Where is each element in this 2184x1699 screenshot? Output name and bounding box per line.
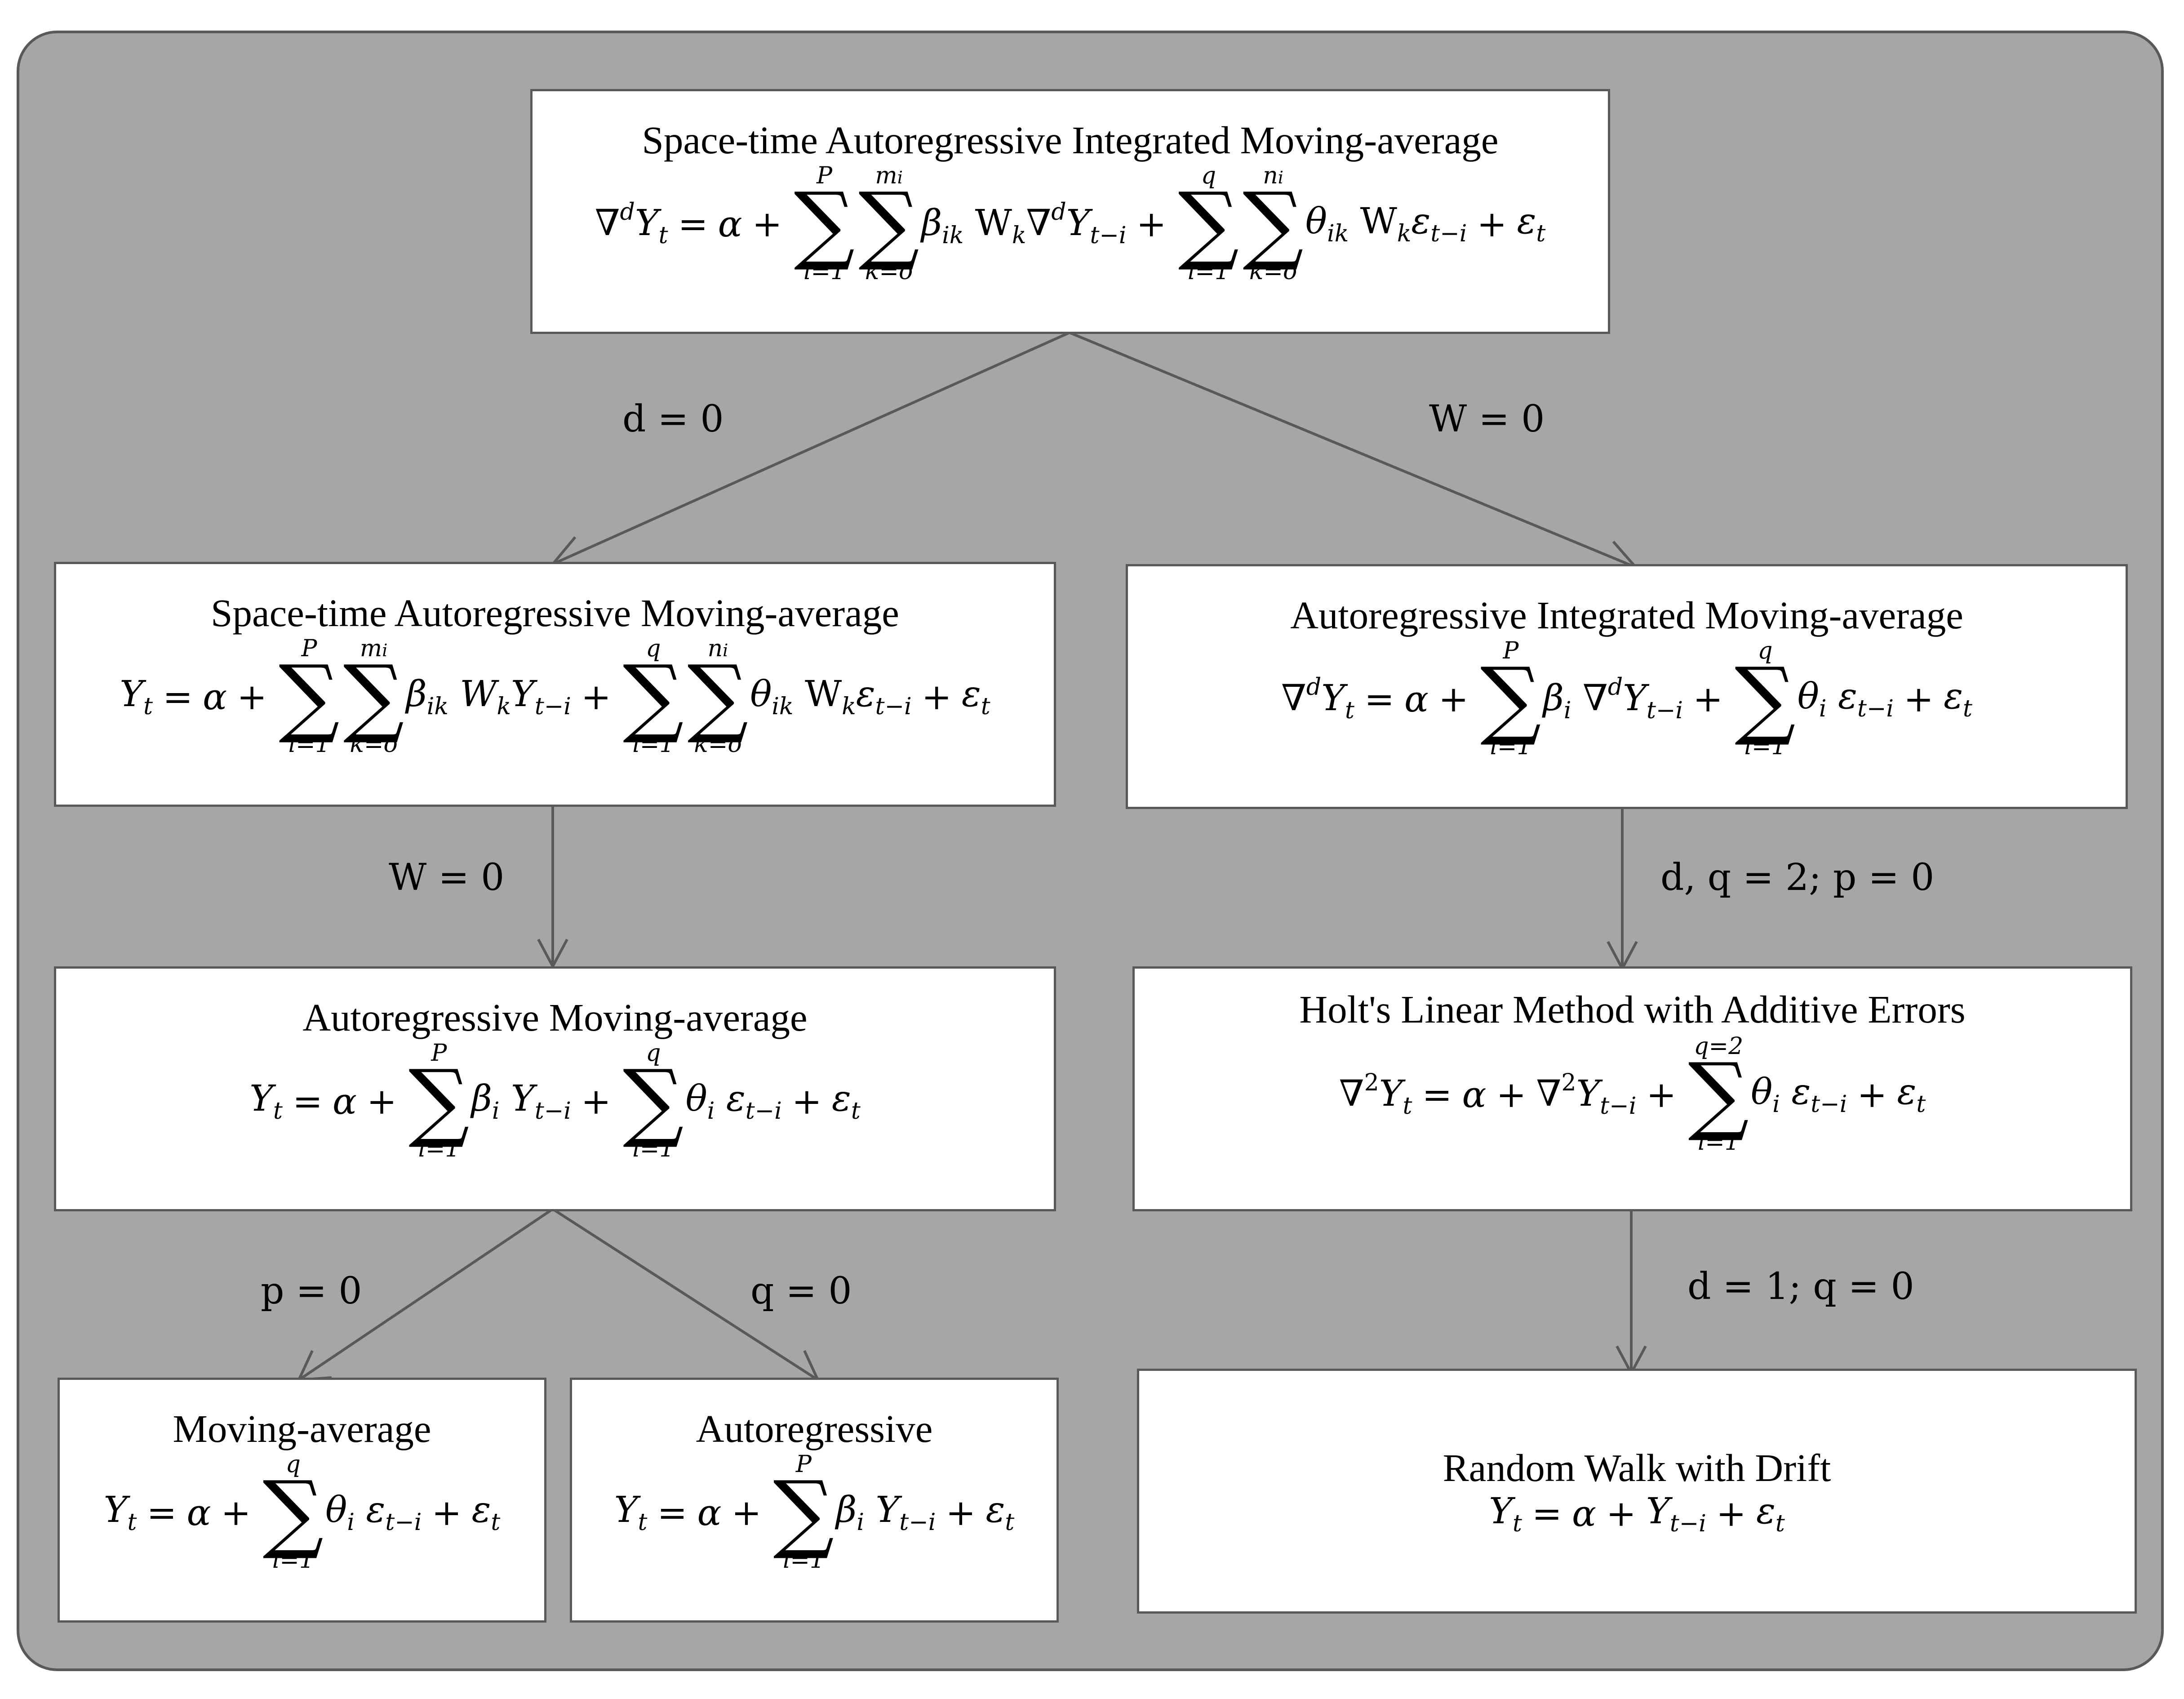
node-title: Space-time Autoregressive Moving-average <box>211 591 899 635</box>
node-ar: Autoregressive Yt=α+ P∑i=1 βi Yt−i+εt <box>570 1378 1059 1623</box>
node-title: Space-time Autoregressive Integrated Mov… <box>642 118 1499 162</box>
node-formula: Yt=α+ P∑i=1 mi∑k=o βik WkYt−i+ q∑i=1 ni∑… <box>120 635 990 758</box>
node-title: Autoregressive Moving-average <box>302 996 808 1039</box>
node-random-walk: Random Walk with Drift Yt=α+ Yt−i+εt <box>1137 1369 2137 1614</box>
edge-label-starma-arma: W = 0 <box>389 856 505 899</box>
node-formula: ∇dYt=α+ P∑i=1 βi ∇dYt−i+ q∑i=1 θi εt−i+ε… <box>1281 637 1972 760</box>
node-formula: Yt=α+ P∑i=1 βi Yt−i+ q∑i=1 θi εt−i+εt <box>249 1040 861 1162</box>
node-title: Autoregressive Integrated Moving-average <box>1290 593 1963 637</box>
node-ma: Moving-average Yt=α+ q∑i=1 θi εt−i+εt <box>58 1378 546 1623</box>
edge-label-arima-holt: d, q = 2; p = 0 <box>1660 856 1935 899</box>
edge-label-holt-rw: d = 1; q = 0 <box>1687 1265 1914 1308</box>
arrow-starima-to-arima <box>1069 331 1637 569</box>
node-arima: Autoregressive Integrated Moving-average… <box>1126 564 2128 809</box>
node-title: Holt's Linear Method with Additive Error… <box>1299 987 1966 1031</box>
node-formula: Yt=α+ q∑i=1 θi εt−i+εt <box>103 1451 501 1574</box>
node-title: Autoregressive <box>696 1407 933 1450</box>
node-title: Random Walk with Drift <box>1443 1446 1831 1490</box>
node-formula: ∇2Yt=α+ ∇2Yt−i+ q=2∑i=1 θi εt−i+εt <box>1339 1033 1926 1156</box>
node-formula: Yt=α+ Yt−i+εt <box>1489 1490 1785 1538</box>
arrow-arma-to-ar <box>552 1208 819 1381</box>
arrow-arma-to-ma <box>298 1208 554 1381</box>
node-formula: ∇dYt=α+ P∑i=1 mi∑k=o βik Wk∇dYt−i+ q∑i=1… <box>595 162 1546 285</box>
edge-label-starima-arima: W = 0 <box>1429 398 1545 440</box>
node-arma: Autoregressive Moving-average Yt=α+ P∑i=… <box>54 966 1056 1211</box>
node-starma: Space-time Autoregressive Moving-average… <box>54 562 1056 807</box>
node-formula: Yt=α+ P∑i=1 βi Yt−i+εt <box>614 1451 1015 1574</box>
edge-label-arma-ma: p = 0 <box>261 1270 362 1312</box>
node-holt: Holt's Linear Method with Additive Error… <box>1132 966 2132 1211</box>
arrow-starima-to-starma <box>552 331 1070 565</box>
edge-label-starima-starma: d = 0 <box>622 398 724 440</box>
node-title: Moving-average <box>173 1407 431 1450</box>
node-starima: Space-time Autoregressive Integrated Mov… <box>530 89 1610 334</box>
edge-label-arma-ar: q = 0 <box>750 1270 852 1312</box>
